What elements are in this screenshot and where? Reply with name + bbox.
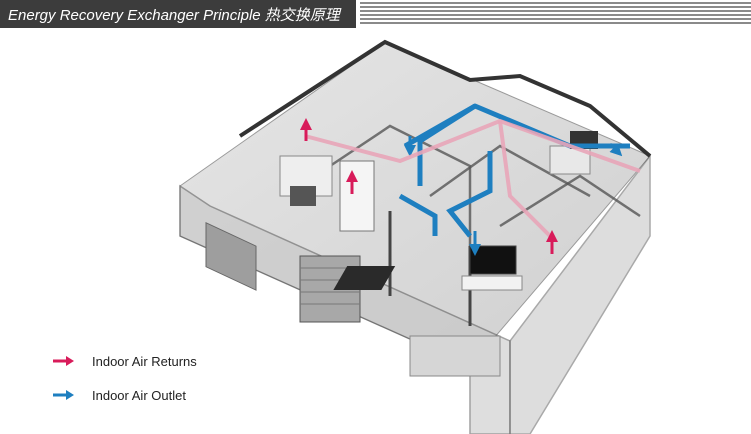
- stove: [290, 186, 316, 206]
- front-wall-right: [509, 153, 651, 434]
- page-title: Energy Recovery Exchanger Principle 热交换原…: [8, 7, 340, 24]
- outlet-air-duct-branch-1: [417, 103, 477, 186]
- tv-screen: [469, 245, 517, 275]
- legend-label-outlet: Indoor Air Outlet: [92, 388, 186, 403]
- outlet-air-arrow-2: [608, 142, 623, 157]
- blue-arrow-right-icon: [53, 390, 74, 400]
- interior-wall-3: [499, 174, 641, 228]
- refrigerator: [339, 160, 375, 232]
- window-left: [205, 222, 257, 291]
- outlet-air-duct-branch-3: [398, 193, 438, 236]
- title-box: Energy Recovery Exchanger Principle 热交换原…: [0, 0, 358, 28]
- bed: [409, 335, 501, 377]
- legend: Indoor Air Returns Indoor Air Outlet: [52, 352, 312, 412]
- legend-item-outlet: Indoor Air Outlet: [52, 386, 312, 406]
- header-bar: Energy Recovery Exchanger Principle 热交换原…: [0, 0, 751, 28]
- interior-wall-2: [429, 144, 591, 198]
- apartment-ventilation-illustration: [179, 39, 652, 434]
- back-wall: [238, 39, 652, 158]
- dining-table: [333, 266, 396, 290]
- header-stripes-decoration: [360, 2, 751, 26]
- legend-label-return: Indoor Air Returns: [92, 354, 197, 369]
- return-air-duct: [304, 119, 641, 173]
- legend-item-return: Indoor Air Returns: [52, 352, 312, 372]
- red-arrow-right-icon: [53, 356, 74, 366]
- outlet-air-duct-branch-2: [446, 151, 493, 238]
- interior-wall-1: [329, 124, 472, 246]
- return-air-duct-branch: [498, 120, 552, 238]
- tv-cabinet: [461, 275, 523, 291]
